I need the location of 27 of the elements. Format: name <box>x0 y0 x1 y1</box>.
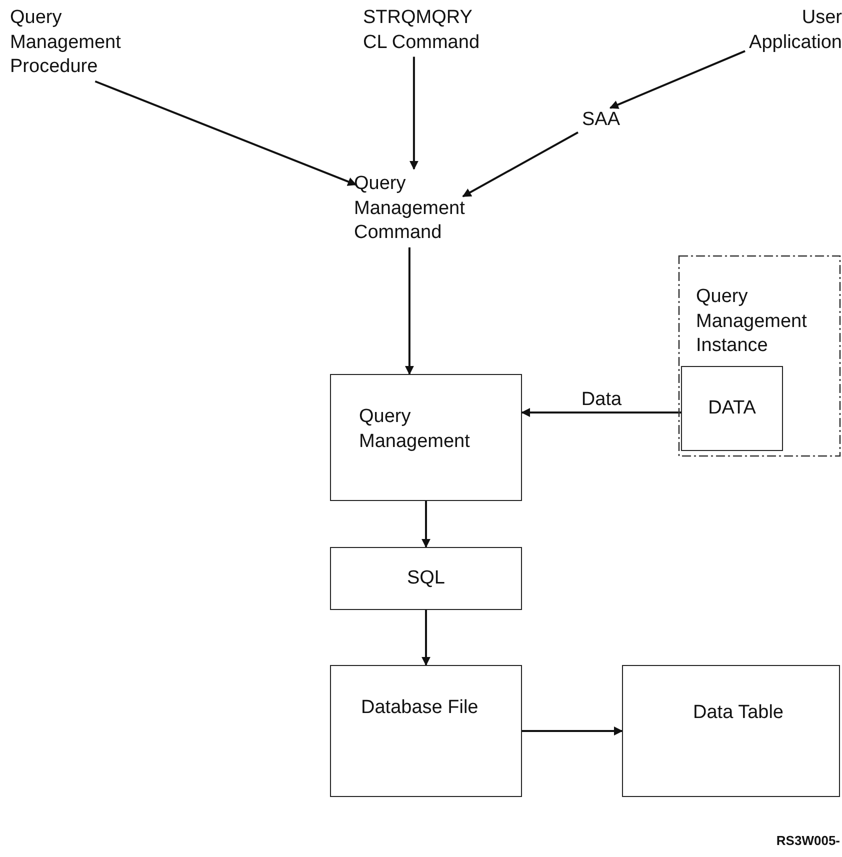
box-label: Query Management <box>359 405 471 454</box>
label-text: SAA <box>582 108 622 132</box>
process-box <box>622 665 840 797</box>
process-box <box>681 366 783 451</box>
process-box <box>330 665 522 797</box>
box-label: DATA <box>707 396 757 420</box>
label-text: Query Management Procedure <box>10 6 122 80</box>
arrow <box>409 56 418 170</box>
arrow <box>422 610 430 666</box>
arrow <box>609 50 746 109</box>
arrow <box>522 726 623 736</box>
box-label: Data Table <box>693 701 784 725</box>
label-text: STRQMQRY CL Command <box>363 6 481 55</box>
container-title: Query Management Instance <box>696 285 808 358</box>
box-label: SQL <box>406 566 446 590</box>
arrow <box>521 408 681 417</box>
instance-container <box>678 255 841 457</box>
arrow <box>422 501 430 548</box>
arrow <box>462 131 578 198</box>
arrow <box>94 80 357 186</box>
label-text: User Application <box>748 6 842 55</box>
figure-id: RS3W005- <box>776 833 840 848</box>
box-label: Database File <box>361 696 480 720</box>
process-box <box>330 547 522 610</box>
arrow <box>404 247 414 375</box>
label-text: Query Management Command <box>354 172 466 246</box>
process-box <box>330 374 522 501</box>
